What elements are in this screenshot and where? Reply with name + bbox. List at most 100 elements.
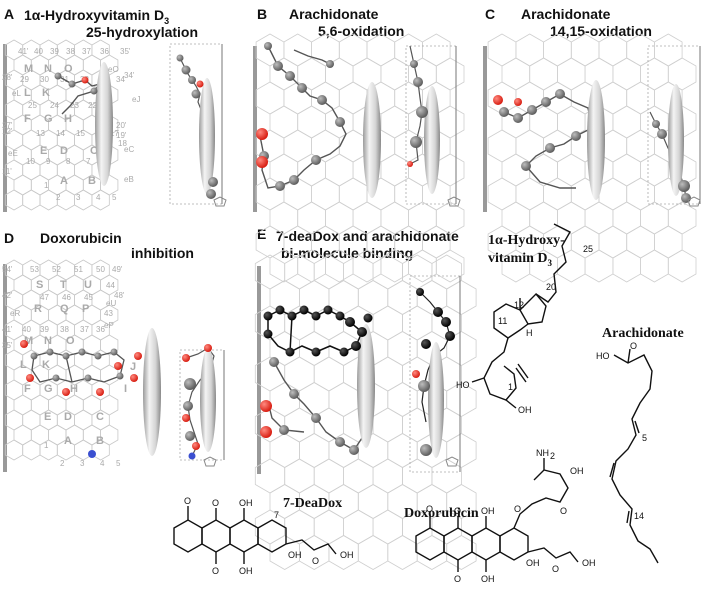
- doxo-atom-nh-sub: 2: [550, 451, 555, 461]
- heme-disk-side: [668, 84, 684, 196]
- hex-cell: [598, 33, 628, 67]
- hex-cell: [435, 153, 465, 187]
- deadox-atom-7: 7: [274, 510, 279, 520]
- oxygen-atom: [204, 344, 212, 352]
- arach-name: Arachidonate: [602, 326, 684, 341]
- hex-cell: [598, 177, 628, 211]
- oxygen-atom: [412, 370, 420, 378]
- atom: [184, 378, 196, 390]
- deadox-atom-oh-1: OH: [239, 498, 253, 508]
- atom: [264, 42, 272, 50]
- grid-label: 39: [40, 325, 49, 334]
- vitd-name: 1α-Hydroxy- vitamin D3: [488, 232, 565, 272]
- hex-cell: [284, 356, 315, 392]
- vitd-atom-h: H: [526, 328, 533, 338]
- hex-cell: [446, 535, 477, 570]
- grid-label: 9: [46, 157, 51, 166]
- hex-cell: [612, 153, 642, 187]
- panel-b-diagram: [253, 33, 465, 283]
- hex-cell: [22, 439, 41, 461]
- doxo-atom-o-4: O: [454, 506, 461, 516]
- heme-disk: [95, 62, 113, 186]
- doxo-atom-o-6: O: [552, 564, 559, 574]
- grid-label: G: [44, 113, 53, 125]
- oxygen-atom: [260, 400, 272, 412]
- atom: [279, 425, 289, 435]
- grid-label: Q: [60, 303, 69, 315]
- grid-label: 35': [120, 47, 131, 56]
- oxygen-atom: [81, 76, 89, 84]
- doxo-atom-oh-5: OH: [582, 558, 596, 568]
- hex-cell: [13, 174, 32, 196]
- hex-cell: [653, 33, 683, 67]
- atom: [84, 374, 92, 382]
- atom: [410, 60, 418, 68]
- membrane-bar: [253, 46, 257, 212]
- panel-a-title-sub: 3: [164, 15, 170, 26]
- atom-black: [311, 311, 321, 321]
- hex-cell: [372, 305, 403, 341]
- atom: [297, 83, 307, 93]
- atom: [311, 155, 321, 165]
- doxo-structure: NH 2 OH O O O O OH OH O OH O OH: [415, 448, 596, 584]
- atom-black: [363, 313, 373, 323]
- grid-label: eB: [124, 175, 134, 184]
- grid-label: 37: [80, 325, 89, 334]
- panel-c-title: Arachidonate: [521, 6, 611, 22]
- atom: [311, 413, 321, 423]
- atom-black: [299, 305, 309, 315]
- side-atoms: [412, 288, 455, 456]
- hex-cell: [311, 177, 340, 211]
- atom: [275, 181, 285, 191]
- grid-label: 47: [40, 293, 49, 302]
- atom: [206, 189, 216, 199]
- atom: [416, 106, 428, 118]
- grid-label: B: [96, 435, 104, 447]
- oxygen-atom: [26, 374, 34, 382]
- grid-label: F: [24, 113, 31, 125]
- hex-cell: [65, 304, 84, 326]
- atom: [657, 129, 667, 139]
- grid-label: 40: [22, 325, 31, 334]
- grid-label: M: [24, 63, 33, 75]
- atom: [289, 175, 299, 185]
- grid-label: B: [88, 175, 96, 187]
- hex-cell: [13, 274, 32, 296]
- atom: [652, 120, 660, 128]
- grid-label: 5: [116, 459, 121, 468]
- hex-cell: [387, 280, 418, 315]
- atom: [349, 445, 359, 455]
- grid-label: 45: [84, 293, 93, 302]
- panel-label-a: A: [4, 6, 15, 22]
- atom: [499, 107, 509, 117]
- panel-a-title: 1α-Hydroxyvitamin D3: [24, 7, 169, 29]
- side-view-box: [179, 349, 225, 461]
- hex-cell: [372, 458, 403, 494]
- atom: [208, 177, 218, 187]
- hex-cell: [402, 305, 433, 341]
- nitrogen-atom: [88, 450, 96, 458]
- doxo-atom-o-2: O: [514, 504, 521, 514]
- hex-cell: [269, 280, 300, 315]
- hex-cell: [626, 129, 655, 163]
- hex-cell: [352, 57, 382, 91]
- hex-cell: [487, 129, 517, 163]
- hex-cell: [283, 33, 312, 67]
- atom: [68, 80, 76, 88]
- grid-label: 39: [50, 47, 59, 56]
- hex-cell: [653, 225, 683, 259]
- doxo-atom-oh-4: OH: [526, 558, 540, 568]
- grid-label: 3: [76, 193, 81, 202]
- atom: [410, 136, 422, 148]
- side-atoms: [176, 54, 218, 199]
- doxo-atom-oh-3: OH: [481, 574, 495, 584]
- hex-cell: [626, 33, 655, 67]
- doxo-atom-nh: NH: [536, 448, 549, 458]
- oxygen-atom: [196, 80, 204, 88]
- atom: [420, 444, 432, 456]
- atom: [269, 357, 279, 367]
- hex-cell: [299, 382, 330, 417]
- cys-pentagon: [203, 456, 217, 467]
- panel-a-title-line1: 1α-Hydroxyvitamin D: [24, 7, 165, 23]
- grid-label: eU: [106, 299, 116, 308]
